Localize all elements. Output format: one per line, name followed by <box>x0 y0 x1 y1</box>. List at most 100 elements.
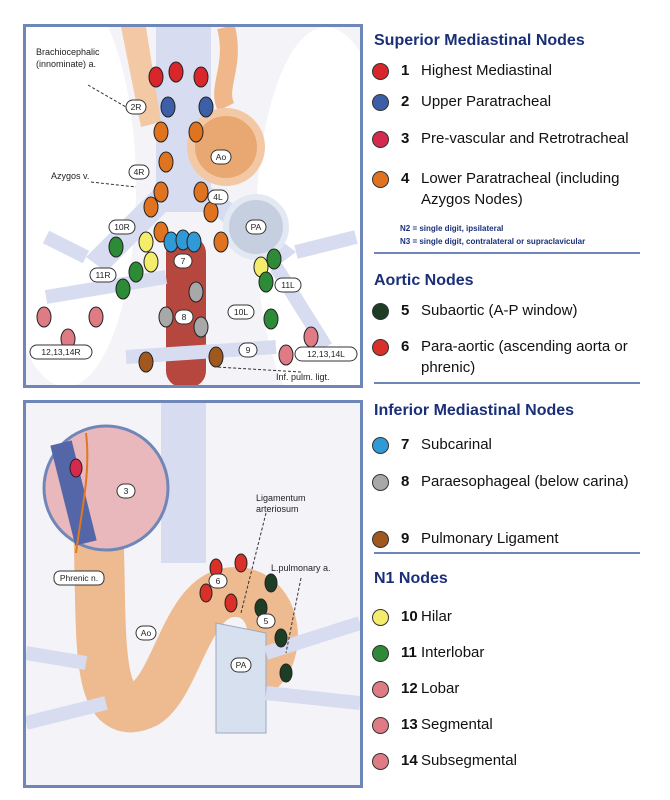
lymph-node <box>193 316 209 338</box>
tag-bubble <box>116 483 136 499</box>
node-color-swatch <box>372 609 389 626</box>
tag-t8: 8 <box>182 312 187 322</box>
tag-bubble <box>230 657 252 673</box>
n-stage-note: N3 = single digit, contralateral or supr… <box>400 237 586 246</box>
legend-item-8: 8 Paraesophageal (below carina) <box>372 473 629 492</box>
tag-t11R: 11R <box>96 270 111 280</box>
label-azygos: Azygos v. <box>51 171 89 181</box>
lymph-node <box>143 196 159 218</box>
tag-t6: 6 <box>216 576 221 586</box>
node-color-swatch <box>372 94 389 111</box>
lymph-node <box>153 121 169 143</box>
tag-bubble <box>208 573 228 589</box>
node-station-number: 5 <box>401 302 410 319</box>
node-station-number: 14 <box>401 752 418 769</box>
lymph-node <box>138 351 154 373</box>
n-stage-note: N2 = single digit, ipsilateral <box>400 224 504 233</box>
lymph-node <box>193 66 209 88</box>
section-title: Superior Mediastinal Nodes <box>374 32 585 49</box>
node-station-number: 3 <box>401 130 410 147</box>
lymph-node <box>193 181 209 203</box>
node-station-label: Highest Mediastinal <box>421 62 552 79</box>
lymph-node <box>224 593 238 613</box>
legend-item-3: 3 Pre-vascular and Retrotracheal <box>372 130 629 149</box>
node-color-swatch <box>372 339 389 356</box>
lymph-node <box>303 326 319 348</box>
tag-t12L: 12,13,14L <box>307 349 345 359</box>
node-station-label: Interlobar <box>421 644 485 661</box>
node-station-label: Lobar <box>421 680 460 697</box>
node-color-swatch <box>372 645 389 662</box>
node-color-swatch <box>372 717 389 734</box>
tag-bubble <box>210 149 232 165</box>
lymph-node <box>69 458 83 478</box>
lymph-node <box>108 236 124 258</box>
node-station-number: 12 <box>401 680 418 697</box>
legend-item-9: 9 Pulmonary Ligament <box>372 530 559 549</box>
section-divider <box>374 252 640 254</box>
lymph-node <box>279 663 293 683</box>
lymph-node <box>148 66 164 88</box>
bottom-diagram-panel: Ligamentum arteriosum L.pulmonary a. Phr… <box>23 400 363 788</box>
label-phrenic-nerve: Phrenic n. <box>60 573 98 583</box>
tag-bubble <box>207 189 229 205</box>
section-divider <box>374 382 640 384</box>
lymph-node <box>208 346 224 368</box>
section-title: Aortic Nodes <box>374 272 474 289</box>
node-station-number: 8 <box>401 473 410 490</box>
lymph-node <box>36 306 52 328</box>
tag-t11L: 11L <box>281 280 295 290</box>
legend-item-4: 4 Lower Paratracheal (including Azygos No… <box>372 170 651 210</box>
lymph-node <box>234 553 248 573</box>
lymph-node <box>278 344 294 366</box>
lymph-node <box>115 278 131 300</box>
lymph-node <box>143 251 159 273</box>
node-station-label: Lower Paratracheal (including Azygos Nod… <box>421 170 620 208</box>
tag-t7: 7 <box>181 256 186 266</box>
tag-bubble <box>256 613 276 629</box>
node-station-number: 10 <box>401 608 418 625</box>
node-color-swatch <box>372 753 389 770</box>
node-color-swatch <box>372 437 389 454</box>
node-color-swatch <box>372 681 389 698</box>
node-station-label: Upper Paratracheal <box>421 93 552 110</box>
node-station-label: Paraesophageal (below carina) <box>421 473 629 490</box>
tag-bubble <box>274 277 302 293</box>
lymph-node <box>128 261 144 283</box>
mediastinum-diagram: Brachiocephalic (innominate) a. Azygos v… <box>26 27 360 385</box>
tag-tAo: Ao <box>141 628 152 638</box>
lymph-node <box>258 271 274 293</box>
tag-t12R: 12,13,14R <box>41 347 80 357</box>
tag-t2R: 2R <box>131 102 142 112</box>
node-station-number: 13 <box>401 716 418 733</box>
tag-t5: 5 <box>264 616 269 626</box>
tag-tPA: PA <box>251 222 262 232</box>
node-station-number: 9 <box>401 530 410 547</box>
tag-tPA: PA <box>236 660 247 670</box>
aortic-arch-diagram: Ligamentum arteriosum L.pulmonary a. Phr… <box>26 403 360 734</box>
node-color-swatch <box>372 531 389 548</box>
label-innominate: (innominate) a. <box>36 59 96 69</box>
node-color-swatch <box>372 171 389 188</box>
tag-bubble <box>245 219 267 235</box>
node-station-number: 4 <box>401 170 410 187</box>
tag-bubble <box>174 309 194 325</box>
node-station-label: Para-aortic (ascending aorta or phrenic) <box>421 338 628 376</box>
lymph-node <box>186 231 202 253</box>
node-station-label: Pre-vascular and Retrotracheal <box>421 130 629 147</box>
lymph-node <box>213 231 229 253</box>
node-station-label: Pulmonary Ligament <box>421 530 559 547</box>
label-brachiocephalic: Brachiocephalic <box>36 47 100 57</box>
node-station-label: Subcarinal <box>421 436 492 453</box>
section-divider <box>374 552 640 554</box>
tag-tAo: Ao <box>216 152 227 162</box>
